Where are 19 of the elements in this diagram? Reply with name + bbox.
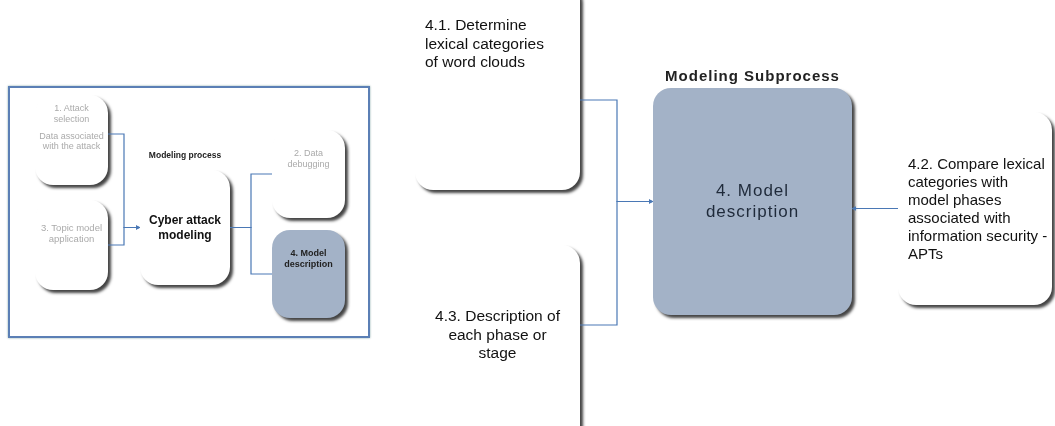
node-label: 4.3. Description of each phase or stage <box>434 307 561 363</box>
process-card <box>272 230 345 318</box>
connector <box>107 225 141 246</box>
heading: Modeling Subprocess <box>664 66 841 84</box>
node-label: 4.2. Compare lexical categories with model phases associated with information security - APTs <box>908 154 1048 263</box>
connector <box>851 206 899 211</box>
node-label: 2. Data debugging <box>286 148 331 170</box>
heading: Modeling process <box>147 149 223 160</box>
connector <box>579 199 654 326</box>
process-card <box>415 0 580 190</box>
connector <box>229 226 273 275</box>
node-label: Cyber attack modeling <box>147 213 222 242</box>
node-label: 1. Attack selection <box>52 103 91 125</box>
node-label: 4. Model description <box>283 248 334 270</box>
node-label: 4.1. Determine lexical categories of word clouds <box>425 16 545 72</box>
node-label: 3. Topic model application <box>39 222 104 245</box>
node-note: Data associated with the attack <box>38 130 105 153</box>
inset-frame <box>8 86 370 338</box>
node-label: 4. Model description <box>704 181 801 222</box>
